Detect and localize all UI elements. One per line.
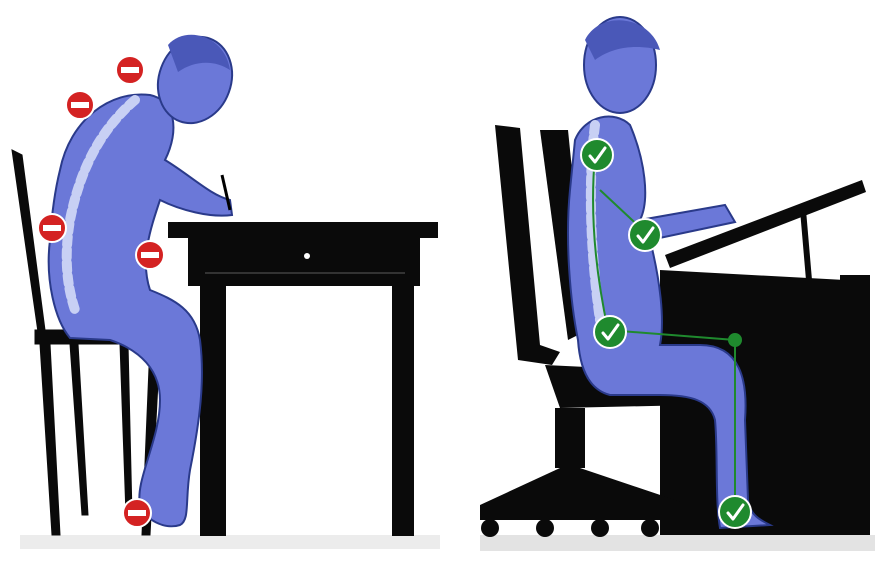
no-entry-icon (38, 214, 66, 242)
checkmark-icon (629, 219, 661, 251)
floor-shadow (20, 535, 440, 549)
no-entry-icon (123, 499, 151, 527)
checkmark-icon (719, 496, 751, 528)
desk-simple (168, 222, 438, 536)
no-entry-icon (66, 91, 94, 119)
no-entry-icon (116, 56, 144, 84)
no-entry-icon (136, 241, 164, 269)
good-posture-scene (480, 17, 875, 551)
bad-posture-scene (12, 26, 440, 549)
floor-shadow (480, 535, 875, 551)
checkmark-icon (581, 139, 613, 171)
checkmark-icon (594, 316, 626, 348)
